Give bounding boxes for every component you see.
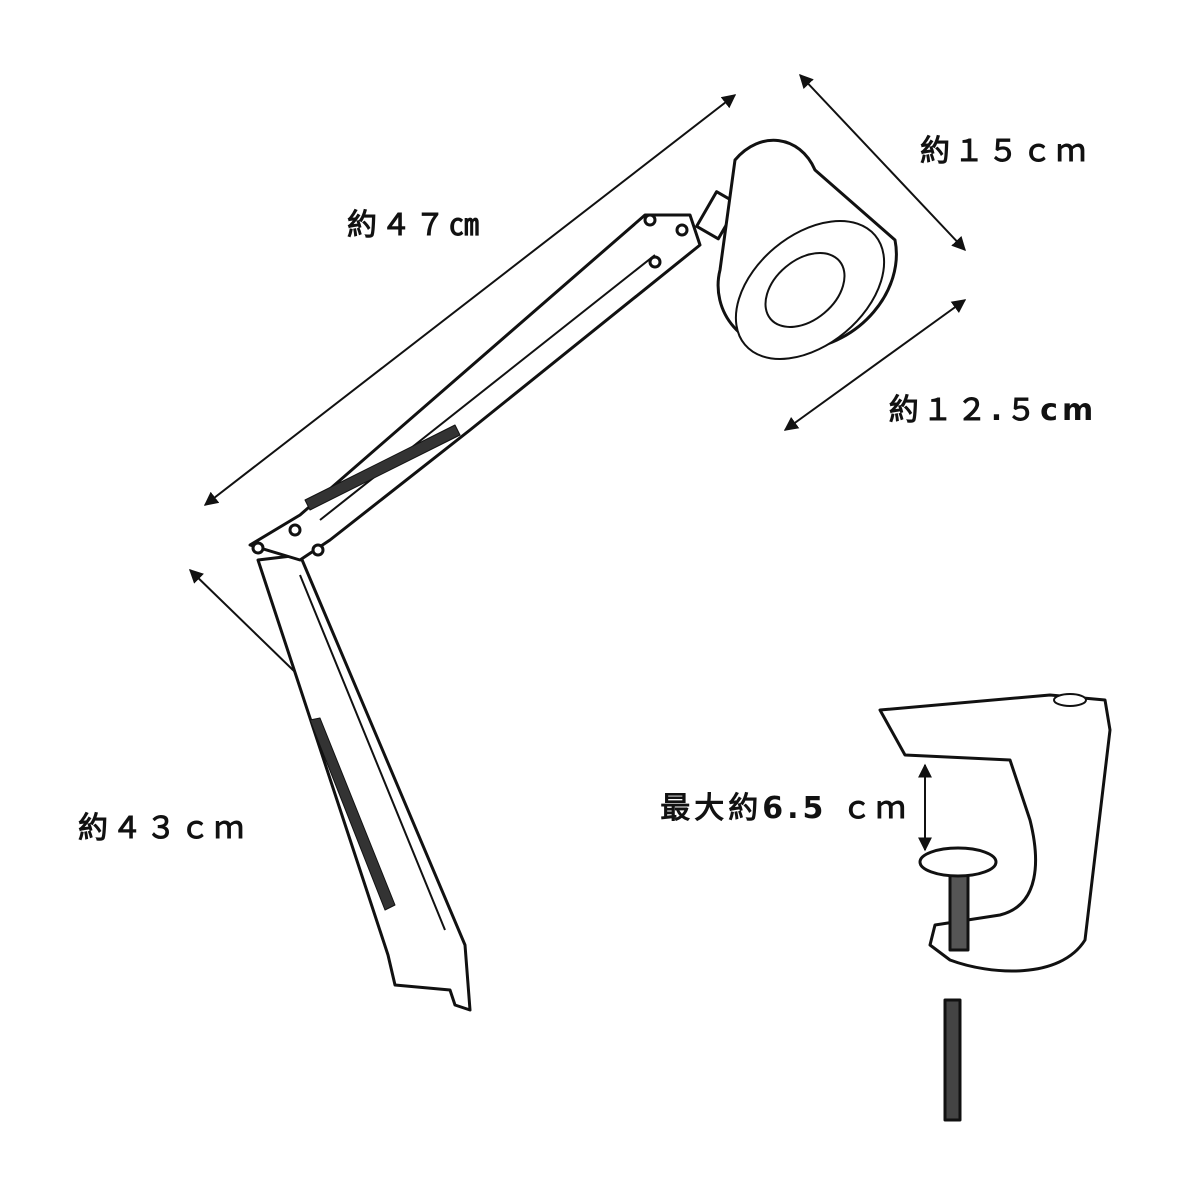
shade-length-label: 約１５ｃｍ [920,134,1090,169]
clamp-opening-label: 最大約6.5 ｃｍ [660,791,910,826]
clamp [878,693,1112,1122]
upper-arm [248,213,702,562]
dimension-arrows [188,73,967,852]
lower-spring [309,717,396,911]
shade-length-arrow [799,73,966,252]
lamp-body [248,138,898,1012]
lower-arm [256,553,472,1012]
lower-arm-length-label: 約４３ｃｍ [78,811,248,846]
upper-spring [304,424,461,511]
clamp-pad [918,846,998,878]
shade-diameter-arrow [783,299,967,431]
arm-length-arrow [203,94,737,506]
clamp-post [943,998,962,1122]
shade-diameter-label: 約１２.５cm [888,393,1098,428]
arm-length-label: 約４７㎝ [347,208,483,243]
bulb [764,252,846,328]
clamp-body [878,693,1112,973]
